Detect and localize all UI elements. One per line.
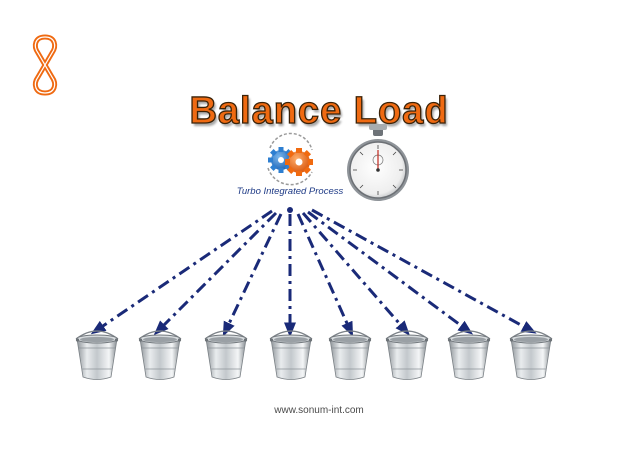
gears-icon [267,132,313,186]
bucket-icon [509,330,553,380]
bucket-icon [447,330,491,380]
hub-dot [287,207,293,213]
distribution-arrows [90,208,537,338]
arrow-to-bucket-5 [296,213,354,337]
footer-url: www.sonum-int.com [274,405,364,416]
buckets [75,330,553,380]
bucket-icon [204,330,248,380]
arrow-to-bucket-8 [311,208,537,334]
arrow-to-bucket-1 [90,209,273,335]
bucket-icon [269,330,313,380]
stopwatch-icon [347,124,409,201]
bucket-icon [328,330,372,380]
company-logo-icon [32,34,58,96]
arrow-to-bucket-6 [301,212,410,336]
arrow-to-bucket-7 [307,210,474,335]
arrow-to-bucket-3 [222,213,283,337]
arrow-to-bucket-2 [153,211,278,336]
bucket-icon [138,330,182,380]
process-label: Turbo Integrated Process [236,186,344,197]
bucket-icon [385,330,429,380]
slide-title: Balance Load [189,89,449,132]
bucket-icon [75,330,119,380]
